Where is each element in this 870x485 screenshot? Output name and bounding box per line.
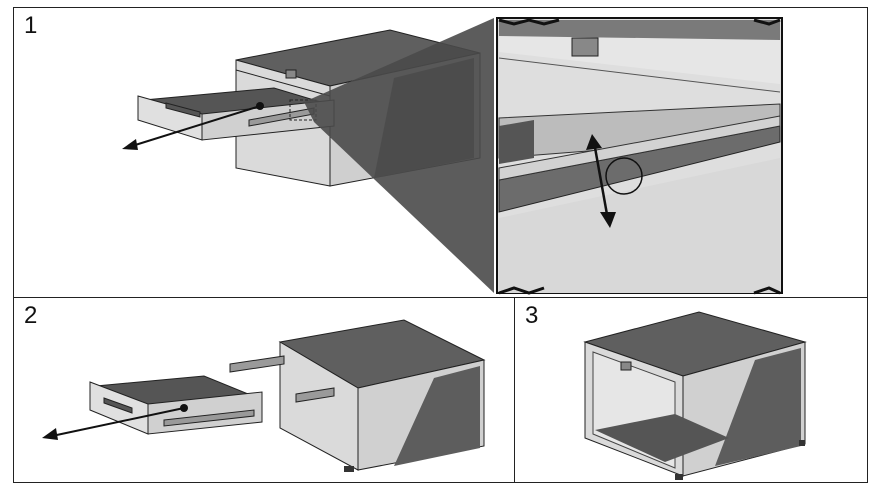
adjust-arrow-up (586, 134, 602, 150)
step-1-panel: 1 (13, 7, 868, 298)
pull-arrow-head (122, 139, 138, 150)
cabinet-side-shadow (394, 366, 480, 466)
pull-arrow-line (131, 105, 261, 147)
pull-arrow-head (42, 428, 58, 440)
step-number-2: 2 (24, 302, 38, 329)
step-number-1: 1 (24, 12, 38, 39)
zoom-floor (499, 158, 780, 293)
cabinet-foot (675, 474, 683, 480)
cabinet-foot-right (799, 440, 805, 446)
adjust-arrow-line (592, 141, 610, 221)
zoom-focus-circle (605, 157, 643, 195)
zoom-dark-band (499, 20, 780, 40)
drawer-rail (163, 409, 255, 427)
adjust-arrow-down (600, 212, 616, 228)
zoom-left-dark (499, 120, 534, 164)
zoom-lock (571, 37, 599, 57)
step-3-illustration (583, 311, 807, 480)
zoom-edge-marks (498, 18, 781, 295)
magnifier-cone (304, 18, 494, 293)
step-2-panel: 2 (13, 297, 515, 483)
cabinet-rail-lower (295, 387, 335, 403)
pull-arrow-line (51, 407, 185, 437)
drawer-handle (165, 102, 201, 118)
cabinet-base-foot (344, 466, 354, 472)
cabinet-rail-upper (229, 355, 285, 373)
step-1-illustration (122, 17, 783, 295)
cabinet-inner-floor (595, 414, 729, 462)
step-number-3: 3 (525, 302, 539, 329)
step-3-panel: 3 (514, 297, 868, 483)
drawer-handle (103, 397, 133, 414)
pull-arrow-origin (256, 102, 264, 110)
cabinet-lock (620, 361, 632, 371)
step-2-illustration (42, 319, 486, 472)
zoom-rail-light (498, 115, 781, 181)
cabinet-side-shadow (715, 348, 801, 466)
pull-arrow-origin (180, 404, 188, 412)
cabinet-lock (285, 69, 297, 79)
